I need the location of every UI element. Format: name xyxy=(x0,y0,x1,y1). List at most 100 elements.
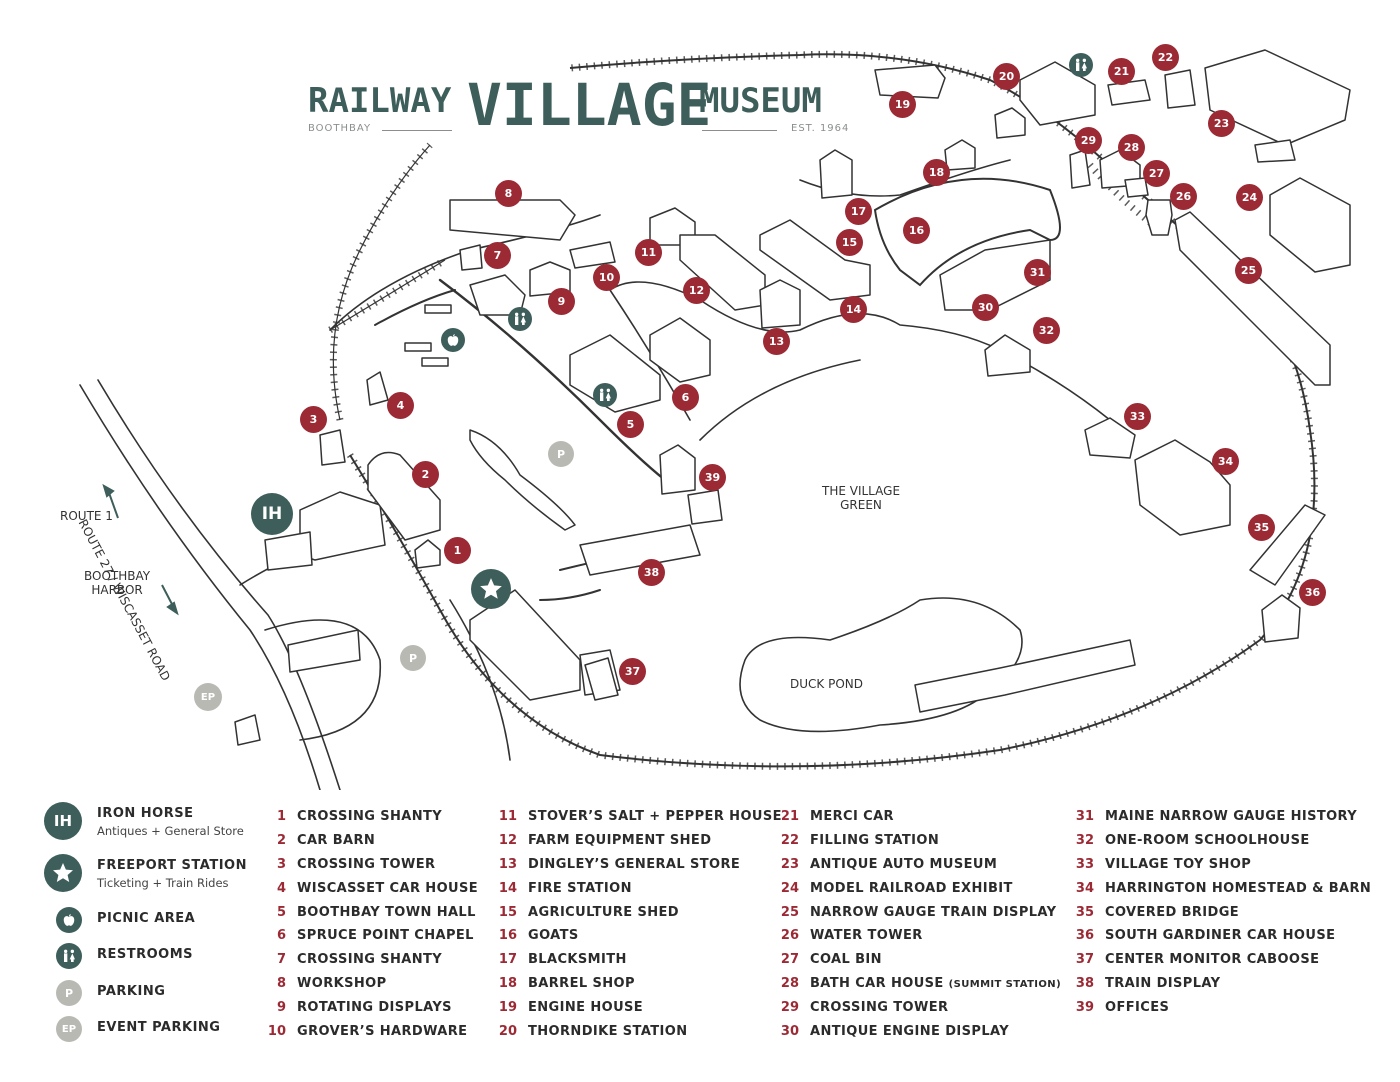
location-marker-8[interactable]: 8 xyxy=(495,180,522,207)
picnic-apple-marker[interactable] xyxy=(441,328,465,352)
location-marker-11[interactable]: 11 xyxy=(635,239,662,266)
legend-item-label: BLACKSMITH xyxy=(528,952,627,968)
location-marker-36[interactable]: 36 xyxy=(1299,579,1326,606)
fence-freeport xyxy=(539,589,601,601)
location-marker-24[interactable]: 24 xyxy=(1236,184,1263,211)
location-marker-22[interactable]: 22 xyxy=(1152,44,1179,71)
ih-icon: IH xyxy=(44,802,82,840)
legend-item-label: ANTIQUE AUTO MUSEUM xyxy=(810,856,998,872)
bldg-crossing-tower xyxy=(319,429,346,466)
location-marker-19[interactable]: 19 xyxy=(889,91,916,118)
legend-item-label: WATER TOWER xyxy=(810,928,923,944)
location-marker-5[interactable]: 5 xyxy=(617,411,644,438)
location-marker-2[interactable]: 2 xyxy=(412,461,439,488)
legend-item-label: BOOTHBAY TOWN HALL xyxy=(297,904,476,920)
restroom-marker-west[interactable] xyxy=(508,307,532,331)
restroom-marker-north[interactable] xyxy=(1069,53,1093,77)
location-marker-28[interactable]: 28 xyxy=(1118,134,1145,161)
bldg-crossing-shanty-7 xyxy=(459,244,483,271)
legend-item-name: SOUTH GARDINER CAR HOUSE xyxy=(1105,928,1335,943)
bldg-dingleys xyxy=(759,279,801,329)
parking-marker-south[interactable]: P xyxy=(400,645,426,671)
location-marker-35[interactable]: 35 xyxy=(1248,514,1275,541)
restroom-marker-town-hall[interactable] xyxy=(593,383,617,407)
parking-icon: P xyxy=(56,980,82,1006)
location-marker-9[interactable]: 9 xyxy=(548,288,575,315)
location-marker-27[interactable]: 27 xyxy=(1143,160,1170,187)
legend-item-number: 20 xyxy=(498,1024,517,1040)
picnic-table-1 xyxy=(424,304,452,314)
legend-item-number: 13 xyxy=(498,856,517,872)
location-marker-14[interactable]: 14 xyxy=(840,296,867,323)
bldg-schoolhouse xyxy=(984,334,1031,377)
location-marker-18[interactable]: 18 xyxy=(923,159,950,186)
location-marker-6[interactable]: 6 xyxy=(672,384,699,411)
legend-item-number: 12 xyxy=(498,832,517,848)
parking-marker-green[interactable]: P xyxy=(548,441,574,467)
location-marker-25[interactable]: 25 xyxy=(1235,257,1262,284)
path-green-inner xyxy=(699,359,861,441)
location-marker-16[interactable]: 16 xyxy=(903,217,930,244)
bldg-workshop xyxy=(449,199,576,241)
key-title: EVENT PARKING xyxy=(97,1020,221,1035)
location-marker-10[interactable]: 10 xyxy=(593,264,620,291)
legend-item-name: ENGINE HOUSE xyxy=(528,1000,643,1015)
location-marker-12[interactable]: 12 xyxy=(683,277,710,304)
legend-item-name: FILLING STATION xyxy=(810,833,939,848)
legend-item-number: 9 xyxy=(276,1000,286,1016)
location-marker-17[interactable]: 17 xyxy=(845,198,872,225)
location-marker-21[interactable]: 21 xyxy=(1108,58,1135,85)
subtitle-boothbay: BOOTHBAY xyxy=(308,123,372,134)
legend-item-number: 24 xyxy=(780,880,799,896)
legend: IH IRON HORSE Antiques + General Store F… xyxy=(0,795,1400,1082)
location-marker-37[interactable]: 37 xyxy=(619,658,646,685)
legend-item-name: FIRE STATION xyxy=(528,881,632,896)
location-marker-23[interactable]: 23 xyxy=(1208,110,1235,137)
location-marker-38[interactable]: 38 xyxy=(638,559,665,586)
location-marker-26[interactable]: 26 xyxy=(1170,183,1197,210)
location-marker-34[interactable]: 34 xyxy=(1212,448,1239,475)
event-parking-marker[interactable]: EP xyxy=(194,683,222,711)
legend-item-number: 21 xyxy=(780,809,799,824)
location-marker-32[interactable]: 32 xyxy=(1033,317,1060,344)
legend-item-number: 16 xyxy=(498,928,517,944)
legend-item-label: OFFICES xyxy=(1105,1000,1170,1016)
location-marker-29[interactable]: 29 xyxy=(1075,127,1102,154)
location-marker-7[interactable]: 7 xyxy=(484,242,511,269)
location-marker-3[interactable]: 3 xyxy=(300,406,327,433)
location-marker-31[interactable]: 31 xyxy=(1024,259,1051,286)
location-marker-4[interactable]: 4 xyxy=(387,392,414,419)
location-marker-20[interactable]: 20 xyxy=(993,63,1020,90)
legend-item-label: CENTER MONITOR CABOOSE xyxy=(1105,952,1320,968)
location-marker-33[interactable]: 33 xyxy=(1124,403,1151,430)
location-marker-30[interactable]: 30 xyxy=(972,294,999,321)
legend-item-label: THORNDIKE STATION xyxy=(528,1024,688,1040)
star-icon xyxy=(44,854,82,892)
location-marker-13[interactable]: 13 xyxy=(763,328,790,355)
title-railway: RAILWAY xyxy=(308,81,452,121)
bldg-barrel-shop xyxy=(944,139,976,171)
legend-item-name: MAINE NARROW GAUGE HISTORY xyxy=(1105,809,1357,824)
legend-item-label: SOUTH GARDINER CAR HOUSE xyxy=(1105,928,1336,944)
legend-item-name: CROSSING SHANTY xyxy=(297,809,442,824)
legend-item: 20 THORNDIKE STATION xyxy=(493,1020,782,1044)
pond-train xyxy=(914,639,1136,713)
freeport-station-star-marker[interactable] xyxy=(471,569,511,609)
location-marker-15[interactable]: 15 xyxy=(836,229,863,256)
iron-horse-marker[interactable]: IH xyxy=(251,493,293,535)
location-marker-1[interactable]: 1 xyxy=(444,537,471,564)
legend-item-label: WISCASSET CAR HOUSE xyxy=(297,880,479,896)
location-marker-39[interactable]: 39 xyxy=(699,464,726,491)
legend-item-number: 26 xyxy=(780,928,799,944)
